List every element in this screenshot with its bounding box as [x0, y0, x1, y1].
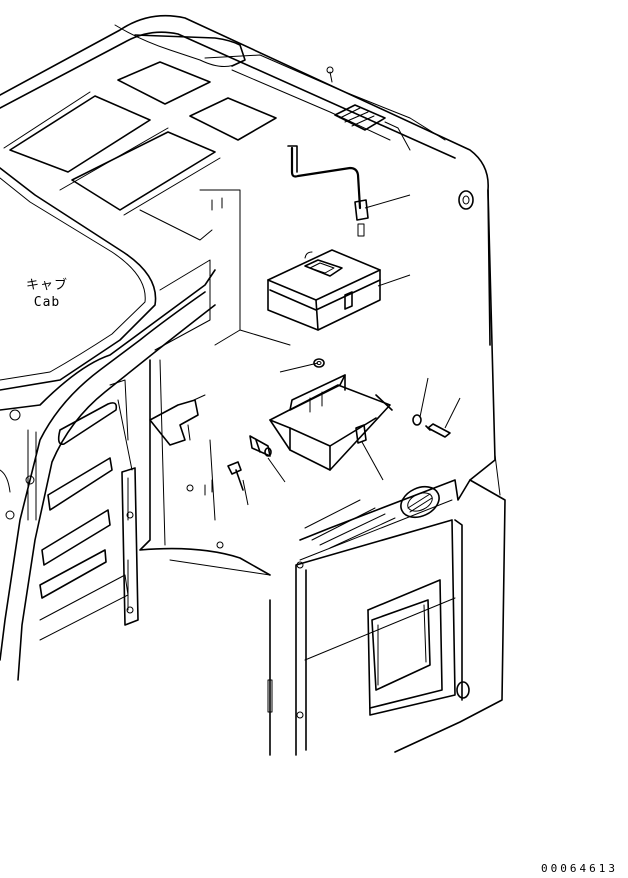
mounting-strap: [287, 145, 369, 237]
drawing-number: 00064613: [541, 862, 618, 875]
small-parts: [227, 358, 451, 491]
clip-left: [249, 435, 271, 457]
mounting-bracket: [269, 374, 393, 471]
leader-lines: [242, 194, 461, 753]
screw-left: [227, 461, 242, 475]
washer-right: [412, 414, 422, 426]
cab-left-frame: [0, 167, 216, 681]
tool-box: [267, 249, 381, 331]
cab-label-jp: キャブ: [25, 278, 68, 293]
washer-top: [313, 358, 325, 368]
cab-interior: [139, 189, 291, 576]
cab-roof: [0, 14, 491, 346]
cab-label-en: Cab: [33, 295, 61, 310]
bolt-right: [427, 423, 451, 438]
